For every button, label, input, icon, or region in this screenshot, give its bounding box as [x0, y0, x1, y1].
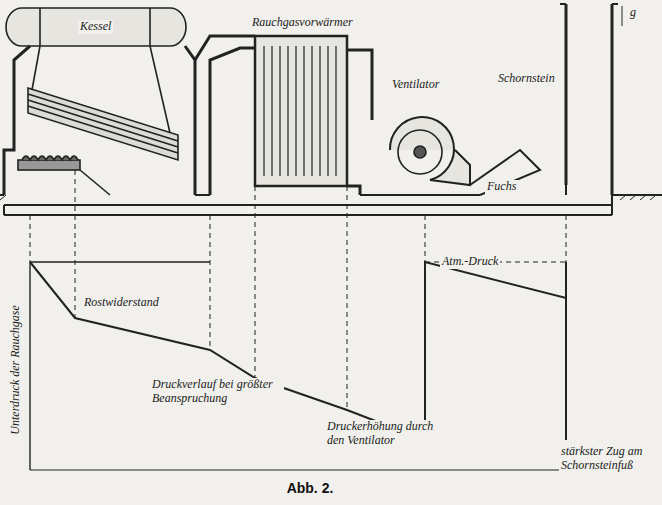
part-label: Druckerhöhung durch den Ventilator	[325, 420, 439, 448]
figure-caption: Abb. 2.	[287, 480, 334, 496]
boiler-drum	[6, 8, 186, 46]
part-label: Rostwiderstand	[82, 296, 161, 310]
part-label: g	[628, 6, 638, 20]
part-label: Unterdruck der Rauchgase	[9, 303, 23, 437]
part-label: Atm.-Druck	[440, 255, 500, 269]
part-label: Rauchgasvorwärmer	[250, 16, 355, 30]
chimney	[560, 4, 622, 195]
tube-bank	[28, 46, 178, 160]
part-label: Schornstein	[496, 72, 557, 86]
air-preheater	[255, 36, 347, 186]
part-label: stärkster Zug am Schornsteinfuß	[559, 445, 659, 473]
part-label: Ventilator	[390, 78, 441, 92]
fan	[390, 117, 540, 195]
part-label: Druckverlauf bei größter Beanspruchung	[150, 378, 284, 406]
projection-lines	[30, 170, 566, 410]
pressure-graph	[30, 262, 566, 470]
part-label: Fuchs	[485, 180, 518, 194]
grate	[18, 156, 110, 195]
part-label: Kessel	[78, 20, 113, 34]
